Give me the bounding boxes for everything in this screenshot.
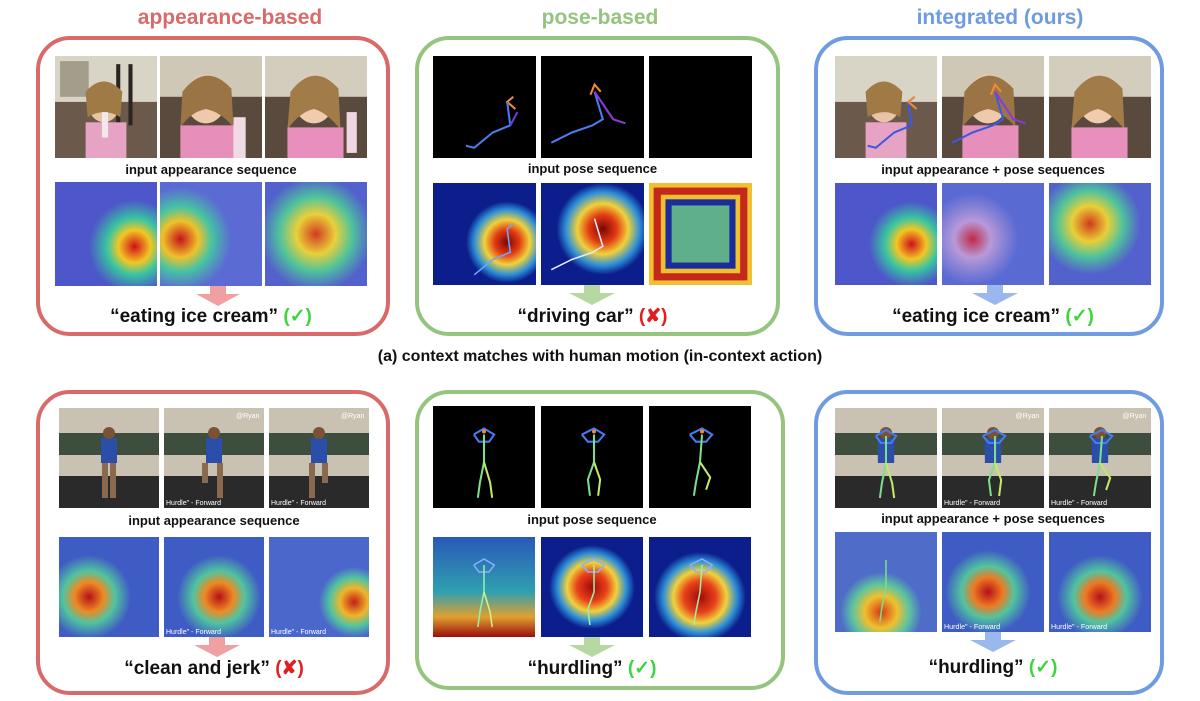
- overlay-text: Hurdle" - Forward: [1051, 500, 1107, 507]
- figure-caption: (a) context matches with human motion (i…: [377, 348, 823, 365]
- pose-frame-top-1: [433, 56, 536, 158]
- title-integrated: integrated (ours): [916, 6, 1084, 29]
- check-icon: (✓): [627, 658, 657, 679]
- overlay-text: Hurdle" - Forward: [944, 624, 1000, 631]
- girl-pose-frame-2: [942, 56, 1044, 158]
- heatmap-pose-top-2: [541, 183, 644, 285]
- classroom-frame-3: Hurdle" - Forward @Ryan: [269, 408, 369, 508]
- girl-pose-frame-3: [1049, 56, 1151, 158]
- label-input-integrated-top: input appearance + pose sequences: [881, 162, 1105, 177]
- classroom-pose-frame-2: Hurdle" - Forward @Ryan: [942, 408, 1044, 508]
- overlay-text: Hurdle" - Forward: [944, 500, 1000, 507]
- watermark-text: @Ryan: [236, 413, 260, 420]
- down-arrow-icon: [972, 285, 1018, 305]
- label-input-integrated-bottom: input appearance + pose sequences: [881, 511, 1105, 526]
- down-arrow-icon: [196, 286, 240, 306]
- box-appearance-top: [36, 36, 390, 336]
- down-arrow-icon: [569, 285, 615, 305]
- prediction-integrated-bottom: “hurdling” (✓): [835, 656, 1151, 680]
- heatmap-integrated-top-3: [1049, 183, 1151, 285]
- box-integrated-top: [814, 36, 1164, 336]
- pose-frame-bottom-1: [433, 406, 535, 508]
- classroom-frame-2: Hurdle" - Forward @Ryan: [164, 408, 264, 508]
- down-arrow-icon: [970, 632, 1016, 652]
- check-icon: (✓): [1065, 306, 1094, 327]
- prediction-integrated-top: “eating ice cream” (✓): [835, 305, 1151, 329]
- box-appearance-bottom: [36, 390, 390, 695]
- heatmap-pose-top-3: [649, 183, 752, 285]
- watermark-text: @Ryan: [341, 413, 365, 420]
- prediction-appearance-top: “eating ice cream” (✓): [55, 305, 367, 329]
- heatmap-pose-bottom-1: [433, 537, 535, 637]
- prediction-appearance-bottom: “clean and jerk” (✘): [59, 657, 369, 681]
- heatmap-integrated-bottom-1: [835, 532, 937, 632]
- girl-frame-3: [265, 56, 367, 158]
- pose-frame-bottom-3: [649, 406, 751, 508]
- heatmap-integrated-bottom-3: Hurdle" - Forward: [1049, 532, 1151, 632]
- prediction-pose-top: “driving car” (✘): [433, 305, 752, 329]
- box-pose-bottom: [415, 390, 785, 690]
- title-pose-based: pose-based: [541, 6, 659, 29]
- watermark-text: @Ryan: [1122, 413, 1146, 420]
- prediction-text: “eating ice cream”: [110, 306, 279, 327]
- cross-icon: (✘): [275, 658, 304, 679]
- pose-frame-top-2: [541, 56, 644, 158]
- label-input-pose-top: input pose sequence: [527, 161, 658, 176]
- overlay-text: Hurdle" - Forward: [166, 500, 221, 507]
- overlay-text: Hurdle" - Forward: [1051, 624, 1107, 631]
- down-arrow-icon: [569, 637, 615, 657]
- check-icon: (✓): [1028, 657, 1058, 678]
- heatmap-pose-top-1: [433, 183, 536, 285]
- girl-frame-2: [160, 56, 262, 158]
- heatmap-appearance-bottom-1: [59, 537, 159, 637]
- prediction-text: “clean and jerk”: [124, 658, 270, 679]
- pose-frame-bottom-2: [541, 406, 643, 508]
- girl-pose-frame-1: [835, 56, 937, 158]
- heatmap-appearance-top-3: [265, 182, 367, 286]
- down-arrow-icon: [194, 637, 240, 657]
- overlay-text: Hurdle" - Forward: [271, 500, 326, 507]
- heatmap-integrated-bottom-2: Hurdle" - Forward: [942, 532, 1044, 632]
- label-input-pose-bottom: input pose sequence: [527, 512, 657, 527]
- label-input-appearance-top: input appearance sequence: [125, 162, 297, 177]
- overlay-text: Hurdle" - Forward: [166, 629, 221, 636]
- cross-icon: (✘): [638, 306, 668, 327]
- box-pose-top: [415, 36, 780, 336]
- girl-frame-1: [55, 56, 157, 158]
- heatmap-integrated-top-2: [942, 183, 1044, 285]
- watermark-text: @Ryan: [1015, 413, 1039, 420]
- heatmap-pose-bottom-3: [649, 537, 751, 637]
- heatmap-appearance-top-1: [55, 182, 157, 286]
- heatmap-integrated-top-1: [835, 183, 937, 285]
- prediction-text: “eating ice cream”: [892, 306, 1061, 327]
- prediction-pose-bottom: “hurdling” (✓): [433, 657, 751, 681]
- classroom-frame-1: [59, 408, 159, 508]
- check-icon: (✓): [283, 306, 312, 327]
- pose-frame-top-3: [649, 56, 752, 158]
- heatmap-pose-bottom-2: [541, 537, 643, 637]
- heatmap-appearance-bottom-2: Hurdle" - Forward: [164, 537, 264, 637]
- label-input-appearance-bottom: input appearance sequence: [128, 513, 300, 528]
- classroom-pose-frame-3: Hurdle" - Forward @Ryan: [1049, 408, 1151, 508]
- prediction-text: “driving car”: [517, 306, 634, 327]
- box-integrated-bottom: [814, 390, 1164, 695]
- overlay-text: Hurdle" - Forward: [271, 629, 326, 636]
- prediction-text: “hurdling”: [527, 658, 623, 679]
- heatmap-appearance-top-2: [160, 182, 262, 286]
- heatmap-appearance-bottom-3: Hurdle" - Forward: [269, 537, 369, 637]
- prediction-text: “hurdling”: [928, 657, 1024, 678]
- title-appearance-based: appearance-based: [137, 6, 323, 29]
- classroom-pose-frame-1: [835, 408, 937, 508]
